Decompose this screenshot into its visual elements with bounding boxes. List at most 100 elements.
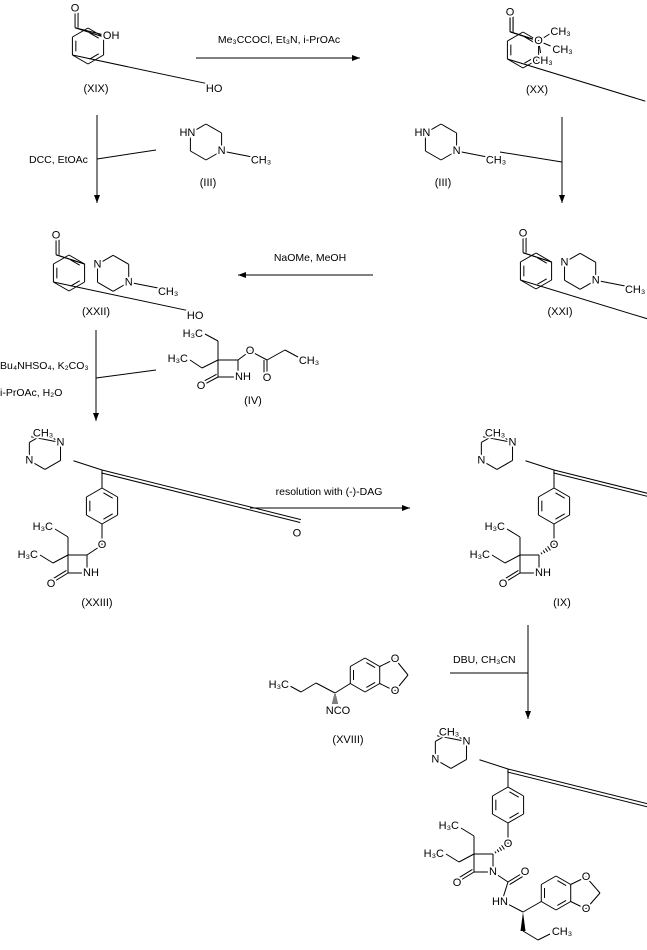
- atom-label: HN: [414, 127, 430, 139]
- bond: [507, 31, 524, 42]
- atom-label: O: [521, 866, 530, 878]
- bond: [492, 813, 509, 824]
- compound-label: (XXIII): [81, 597, 112, 609]
- bond: [585, 876, 601, 894]
- atom-label: O: [506, 7, 515, 19]
- reagent-text: DBU, CH₃CN: [453, 654, 516, 666]
- compound-xxi: ONNCH₃OOH₃CH₃CCH₃: [517, 226, 647, 320]
- double-bond: [101, 472, 301, 523]
- compound-label: (III): [435, 177, 452, 189]
- bond: [54, 572, 69, 582]
- bond: [190, 150, 207, 161]
- bond: [436, 735, 467, 742]
- aromatic-bond: [524, 57, 534, 64]
- bond: [72, 54, 220, 87]
- atom-label: O: [499, 578, 508, 590]
- bond: [249, 350, 268, 361]
- aromatic-bond: [103, 492, 113, 499]
- compound-label: (III): [200, 177, 217, 189]
- atom-label: CH₃: [486, 155, 506, 167]
- atom-label: CH₃: [439, 727, 459, 739]
- bond: [68, 254, 85, 265]
- bond: [72, 54, 89, 65]
- double-bond: [507, 771, 647, 808]
- atom-labels: OOH₃CH₃CCH₃OOOCH₃CH₃CH₃: [504, 5, 647, 111]
- hashed-wedge-bond: [498, 847, 503, 851]
- compound-label: (XXI): [547, 306, 572, 318]
- bond: [394, 658, 409, 676]
- aromatic-bond: [537, 278, 547, 285]
- double-bond: [459, 869, 473, 878]
- bonds: [480, 433, 647, 582]
- arrowhead-icon: [559, 195, 565, 203]
- hashed-wedge-bond: [549, 543, 554, 550]
- bond: [450, 732, 467, 742]
- atom-label: N: [431, 753, 439, 765]
- aromatic-bond: [557, 880, 567, 887]
- bond: [201, 359, 219, 369]
- atom-label: H₃C: [470, 549, 490, 561]
- bond: [204, 333, 219, 342]
- atom-labels: ONNCH₃OONH₃CH₃COHNOOCH₃: [422, 725, 593, 940]
- arrowhead-icon: [94, 195, 100, 203]
- bond: [535, 279, 552, 290]
- reagent-branch-line: [95, 369, 157, 379]
- bond: [482, 436, 513, 443]
- atom-labels: HN N CH₃: [412, 125, 508, 169]
- bond: [555, 901, 571, 911]
- bond: [570, 876, 587, 885]
- atom-label: N: [218, 145, 226, 157]
- bond: [86, 514, 103, 525]
- reaction-arrow-step2b: [559, 117, 565, 203]
- bond: [44, 460, 61, 470]
- compound-label: (XIX): [83, 83, 108, 95]
- bond: [435, 759, 452, 769]
- bonds: [28, 433, 302, 582]
- atom-label: O: [504, 838, 513, 850]
- atom-label: N: [25, 454, 33, 466]
- bond: [507, 786, 524, 797]
- reaction-arrow-step6: [525, 625, 531, 719]
- aromatic-bond: [509, 812, 519, 819]
- bond: [300, 682, 317, 693]
- bond: [585, 892, 601, 910]
- final-product: ONNCH₃OONH₃CH₃COHNOOCH₃: [422, 725, 647, 941]
- bond: [55, 254, 85, 265]
- bonds: [289, 657, 409, 704]
- aromatic-bond: [524, 36, 534, 43]
- arrowhead-icon: [402, 505, 410, 511]
- bond: [538, 514, 555, 525]
- bond: [579, 279, 596, 290]
- hashed-wedge-bond: [496, 849, 500, 853]
- bonds: [71, 12, 220, 87]
- bond: [501, 900, 524, 913]
- atom-label: N: [453, 145, 461, 157]
- bond: [520, 279, 537, 290]
- bond: [507, 813, 524, 824]
- bond: [30, 436, 61, 443]
- atom-label: HN: [492, 896, 508, 908]
- atom-label: NH: [535, 567, 551, 579]
- bond: [266, 349, 286, 361]
- bonds: [189, 333, 299, 385]
- atom-label: CH₃: [552, 926, 572, 938]
- bond: [112, 281, 129, 292]
- bond: [496, 460, 513, 470]
- reagent-text: NaOMe, MeOH: [274, 252, 346, 264]
- bond: [520, 252, 537, 263]
- bond: [190, 123, 207, 134]
- bond: [289, 685, 302, 693]
- aromatic-bond: [555, 492, 565, 499]
- compound-label: (IV): [244, 395, 262, 407]
- hashed-wedge-bond: [503, 842, 508, 849]
- aromatic-bond: [366, 662, 376, 669]
- bond: [507, 58, 524, 69]
- atom-label: CH₃: [33, 428, 53, 440]
- aromatic-bond: [509, 791, 519, 798]
- atom-label: O: [98, 539, 107, 551]
- bond: [501, 881, 509, 902]
- bond: [425, 150, 442, 161]
